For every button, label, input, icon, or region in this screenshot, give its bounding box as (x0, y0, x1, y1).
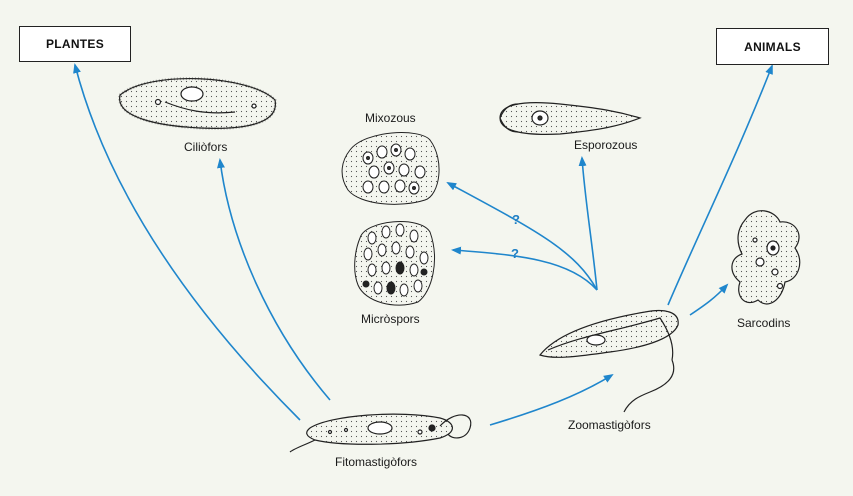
zoomastigofors-illustration (538, 309, 679, 413)
arrow-zoo-mixozous (446, 182, 598, 291)
label-ciliofors: Ciliòfors (184, 140, 228, 154)
arrow-fito-ciliofors (217, 158, 331, 401)
question-mark-upper: ? (512, 212, 520, 227)
label-sarcodins: Sarcodins (737, 316, 791, 330)
arrow-fito-plantes (73, 63, 301, 421)
fitomastigofors-illustration (289, 413, 472, 453)
label-fitomastigofors: Fitomastigòfors (335, 455, 418, 469)
arrow-zoo-sarcodins (689, 283, 729, 316)
arrow-zoo-esporozous (578, 156, 598, 291)
arrow-zoo-microspors (451, 246, 598, 291)
arrow-fito-zoo (489, 373, 614, 426)
animals-box: ANIMALS (716, 28, 829, 65)
ciliofors-illustration (118, 77, 277, 130)
esporozous-illustration (499, 102, 642, 135)
label-microspors: Micròspors (361, 312, 420, 326)
label-mixozous: Mixozous (365, 111, 416, 125)
label-esporozous: Esporozous (574, 138, 638, 152)
plantes-box: PLANTES (19, 26, 131, 62)
microspors-illustration (354, 221, 435, 306)
mixozous-illustration (341, 132, 440, 205)
arrow-zoo-animals (667, 64, 773, 306)
sarcodins-illustration (731, 210, 801, 305)
question-mark-lower: ? (511, 246, 519, 261)
label-zoomastigofors: Zoomastigòfors (568, 418, 651, 432)
